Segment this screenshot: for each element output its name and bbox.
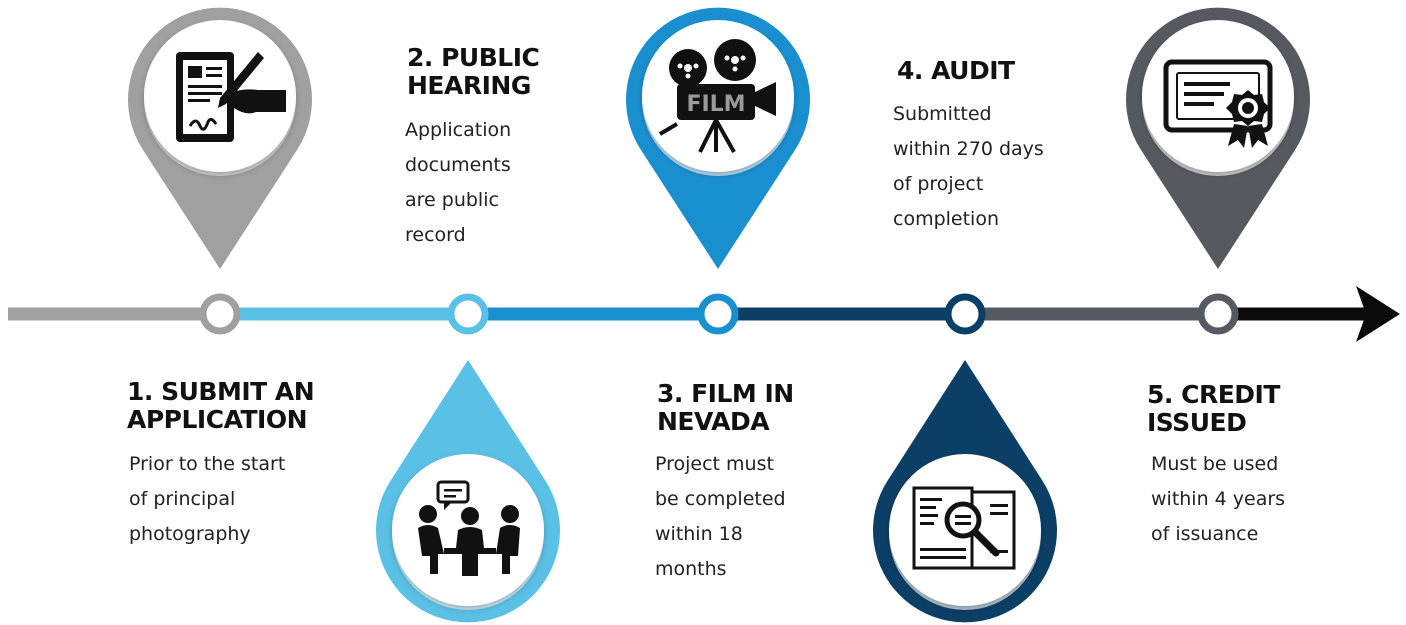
- timeline-node-5: [1197, 293, 1239, 335]
- step-1-title: 1. SUBMIT AN APPLICATION: [127, 377, 315, 434]
- step-5-pin: [1125, 7, 1310, 270]
- film-label: FILM: [686, 92, 745, 117]
- film-camera-icon: FILM: [658, 39, 776, 153]
- step-4-pin: [872, 360, 1057, 623]
- timeline-node-2: [447, 293, 489, 335]
- step-4-description: Submitted within 270 days of project com…: [893, 103, 1044, 230]
- step-2-title: 2. PUBLIC HEARING: [407, 43, 540, 100]
- step-3-pin: FILM: [626, 7, 810, 270]
- certificate-icon: [1163, 59, 1273, 148]
- step-2-description: Application documents are public record: [405, 119, 512, 246]
- step-2-pin: [376, 360, 561, 623]
- timeline-node-3: [697, 293, 739, 335]
- step-5-description: Must be used within 4 years of issuance: [1151, 453, 1286, 545]
- step-1-pin: [128, 7, 313, 270]
- step-3-description: Project must be completed within 18 mont…: [655, 453, 786, 580]
- timeline-node-4: [944, 293, 986, 335]
- signing-document-icon: [176, 52, 286, 142]
- timeline-nodes: [199, 293, 1239, 335]
- step-4-title: 4. AUDIT: [897, 56, 1015, 85]
- step-1-description: Prior to the start of principal photogra…: [129, 453, 286, 545]
- arrow-head-icon: [1356, 286, 1400, 342]
- document-magnifier-icon: [912, 486, 1016, 570]
- timeline-line: [8, 286, 1400, 342]
- timeline-node-1: [199, 293, 241, 335]
- step-3-title: 3. FILM IN NEVADA: [657, 379, 794, 436]
- step-5-title: 5. CREDIT ISSUED: [1147, 380, 1280, 437]
- meeting-discussion-icon: [418, 480, 520, 576]
